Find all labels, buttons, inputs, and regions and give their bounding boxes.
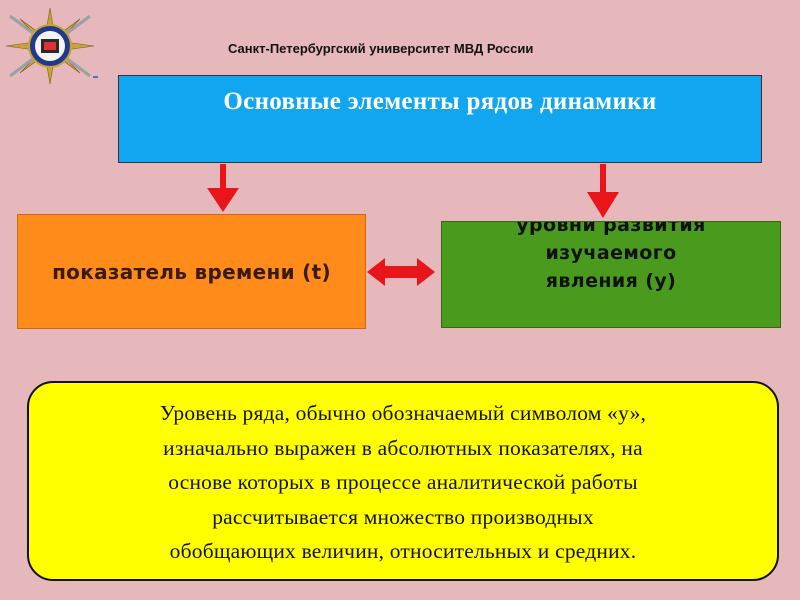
note-line-4: рассчитывается множество производных [212, 504, 594, 529]
university-name: Санкт-Петербургский университет МВД Росс… [228, 41, 534, 56]
down-arrow-left-icon [207, 164, 239, 212]
small-dash [93, 76, 98, 78]
note-line-5: обобщающих величин, относительных и сред… [169, 539, 637, 563]
development-levels-box: уровни развития изучаемого явления (у) [441, 221, 781, 328]
series-level-note-box: Уровень ряда, обычно обозначаемый символ… [27, 381, 779, 581]
development-levels-line-3: явления (у) [545, 270, 677, 292]
double-arrow-icon [367, 258, 435, 286]
university-emblem-icon [5, 7, 95, 85]
diagram-title: Основные элементы рядов динамики [223, 88, 657, 115]
down-arrow-right-icon [587, 164, 619, 218]
diagram-title-box: Основные элементы рядов динамики [118, 75, 762, 163]
note-line-2: изначально выражен в абсолютных показате… [163, 435, 643, 460]
note-line-1: Уровень ряда, обычно обозначаемый символ… [159, 401, 647, 425]
development-levels-line-1: уровни развития [516, 221, 706, 236]
time-indicator-label: показатель времени (t) [52, 259, 331, 284]
time-indicator-box: показатель времени (t) [17, 214, 366, 329]
development-levels-line-2: изучаемого [545, 242, 677, 264]
note-line-3: основе которых в процессе аналитической … [168, 470, 638, 494]
